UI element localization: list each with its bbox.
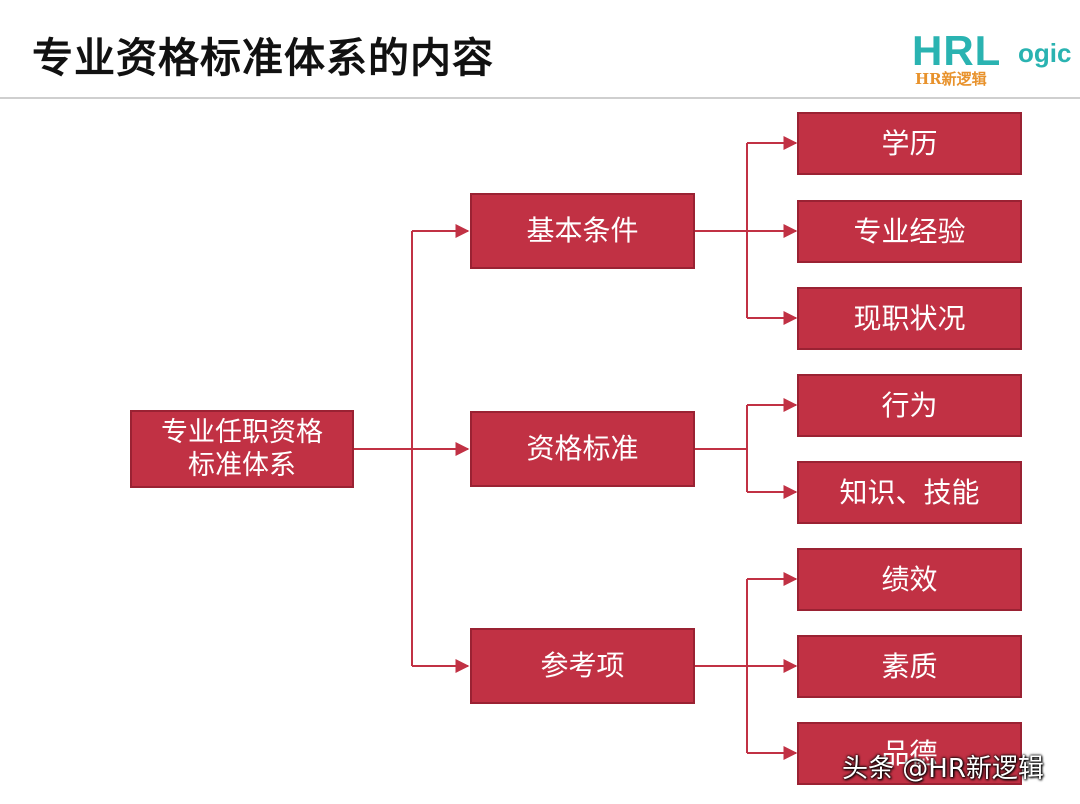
- watermark-text: 头条 @HR新逻辑: [842, 754, 1044, 784]
- hrlogic-logo: HRL ogic HR新逻辑: [912, 30, 1072, 92]
- branch-node-reference-items: 参考项: [470, 628, 695, 704]
- leaf-node-education: 学历: [797, 112, 1022, 175]
- title-divider: [0, 97, 1080, 99]
- leaf-node-professional-experience: 专业经验: [797, 200, 1022, 263]
- leaf-node-performance: 绩效: [797, 548, 1022, 611]
- root-node: 专业任职资格 标准体系: [130, 410, 354, 488]
- branch-node-basic-conditions: 基本条件: [470, 193, 695, 269]
- slide-title: 专业资格标准体系的内容: [32, 34, 494, 82]
- logo-main-text: HRL: [912, 27, 1002, 74]
- leaf-node-knowledge-skills: 知识、技能: [797, 461, 1022, 524]
- leaf-node-current-position: 现职状况: [797, 287, 1022, 350]
- leaf-node-quality: 素质: [797, 635, 1022, 698]
- branch-node-qualification-standards: 资格标准: [470, 411, 695, 487]
- leaf-node-behavior: 行为: [797, 374, 1022, 437]
- logo-suffix-text: ogic: [1018, 38, 1072, 68]
- logo-subtitle: HR新逻辑: [915, 70, 987, 88]
- leaf-node-morality: 品德: [797, 722, 1022, 785]
